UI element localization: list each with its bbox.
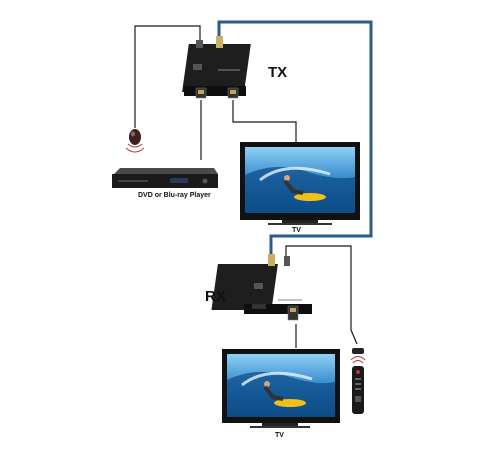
ir-receiver-icon xyxy=(125,129,145,153)
tv-top xyxy=(240,142,360,225)
tv-bottom xyxy=(222,349,340,428)
source-label: DVD or Blu-ray Player xyxy=(138,192,211,199)
rx-box xyxy=(211,254,312,321)
network-cable xyxy=(217,20,373,258)
tx-box xyxy=(182,36,251,99)
ir-cable-rx xyxy=(285,245,358,345)
dvd-player xyxy=(112,168,218,188)
tx-label: TX xyxy=(268,64,288,81)
tv-bottom-label: TV xyxy=(275,432,284,439)
tv-top-label: TV xyxy=(292,227,301,234)
hdmi-cable-tv-top xyxy=(232,100,297,144)
ir-cable-tx xyxy=(134,25,201,128)
remote-control-icon xyxy=(350,348,366,414)
rx-label: RX xyxy=(205,288,226,305)
